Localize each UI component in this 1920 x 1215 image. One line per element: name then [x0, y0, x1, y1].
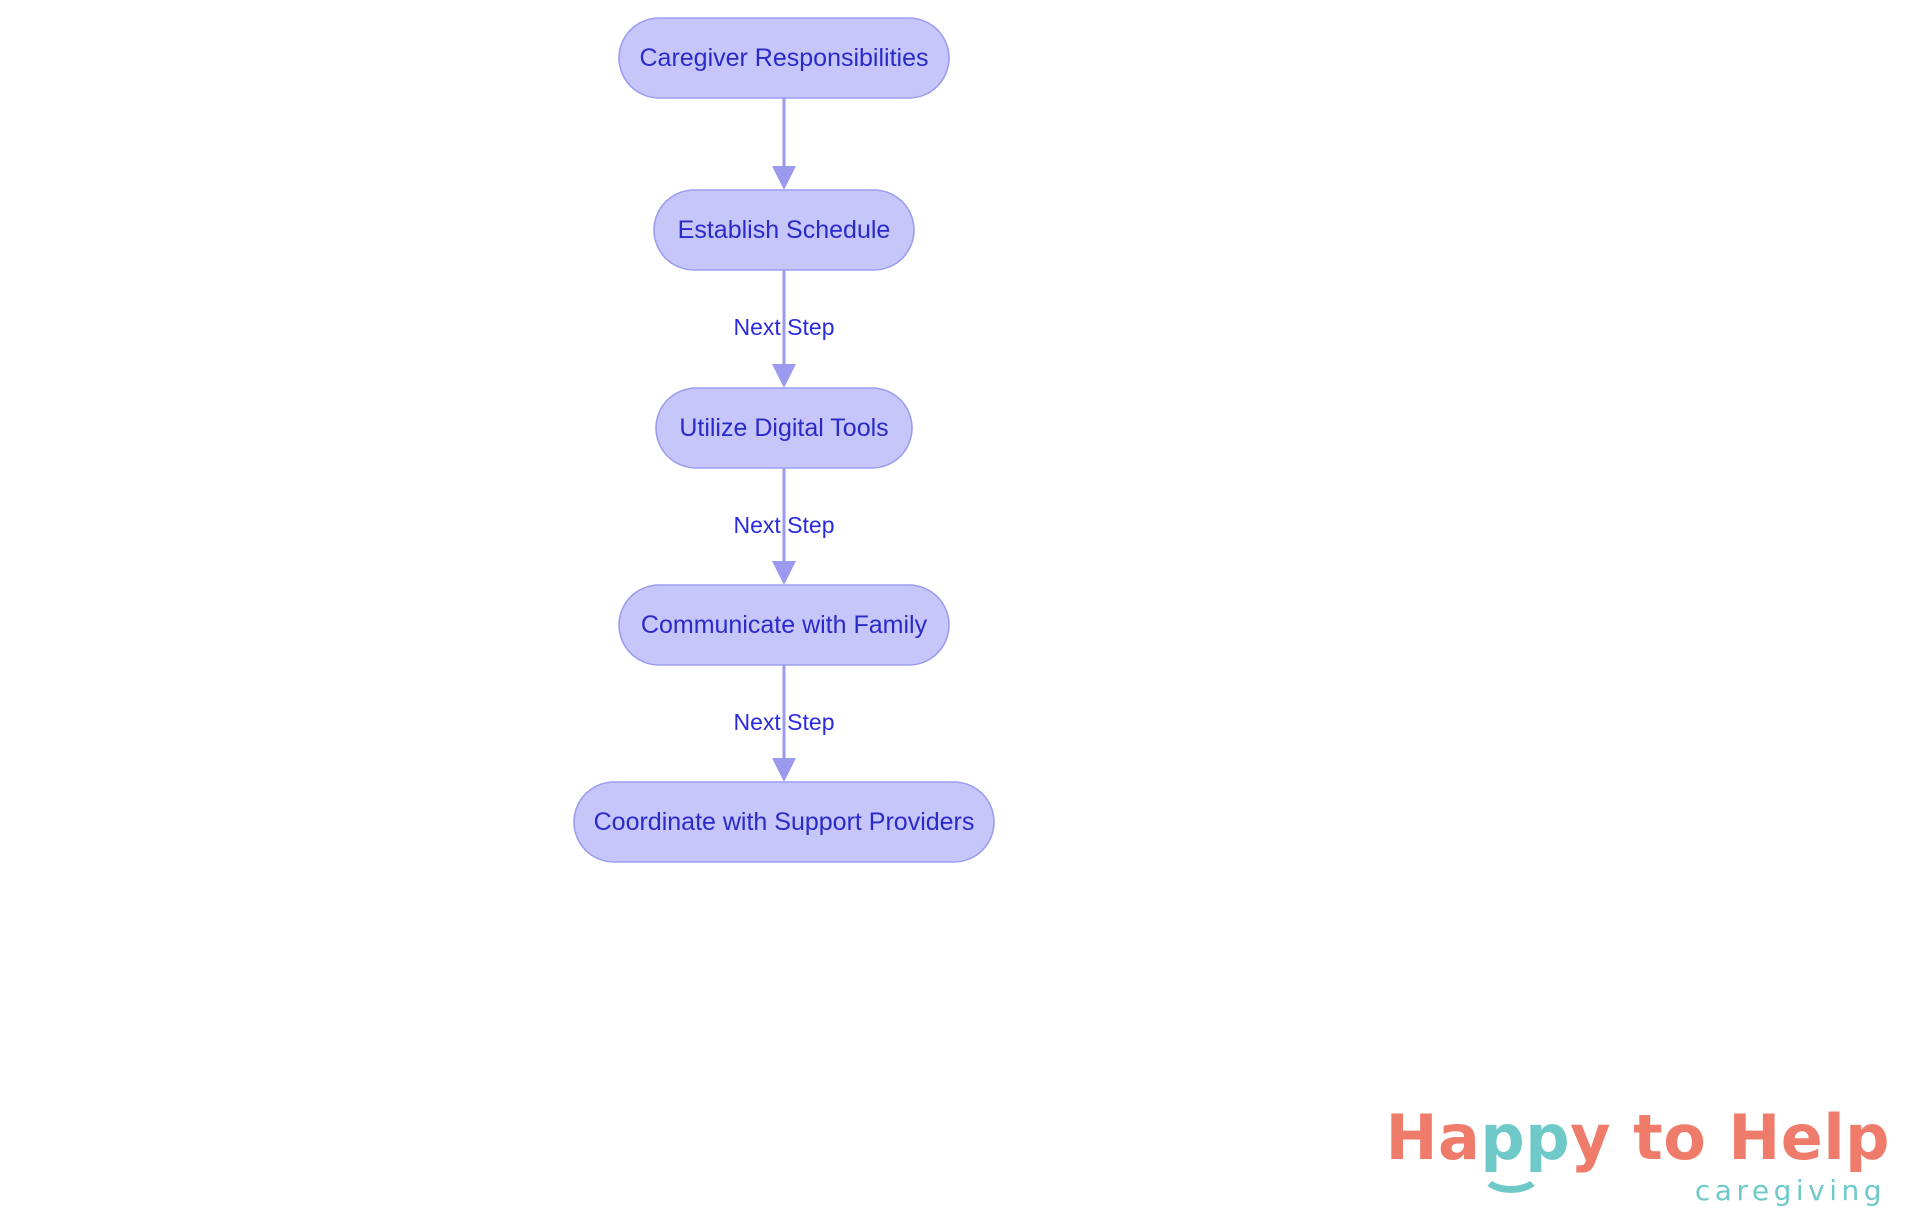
edge-n2-n3: Next Step: [734, 270, 835, 388]
edge-n4-n5-arrowhead: [772, 758, 796, 782]
edge-n3-n4-arrowhead: [772, 561, 796, 585]
edge-n3-n4-label: Next Step: [734, 512, 835, 538]
edge-n2-n3-arrowhead: [772, 364, 796, 388]
node-coordinate-with-support-providers-label: Coordinate with Support Providers: [594, 808, 975, 836]
edge-n4-n5: Next Step: [734, 665, 835, 782]
logo-word-part-3: y to Hel: [1570, 1101, 1846, 1174]
logo-tagline: caregiving: [1694, 1174, 1886, 1207]
node-utilize-digital-tools[interactable]: Utilize Digital Tools: [655, 387, 913, 469]
logo-word-part-4: p: [1845, 1101, 1890, 1174]
node-establish-schedule-shape[interactable]: [653, 189, 915, 271]
node-caregiver-responsibilities-shape[interactable]: [618, 17, 950, 99]
edge-group: Next Step Next Step Next Step: [734, 98, 835, 782]
node-coordinate-with-support-providers[interactable]: Coordinate with Support Providers: [573, 781, 995, 863]
node-utilize-digital-tools-shape[interactable]: [655, 387, 913, 469]
edge-n1-n2-arrowhead: [772, 166, 796, 190]
node-utilize-digital-tools-label: Utilize Digital Tools: [679, 414, 888, 442]
logo-wordmark: Happy to Help: [1386, 1107, 1890, 1193]
node-coordinate-with-support-providers-shape[interactable]: [573, 781, 995, 863]
node-communicate-with-family-label: Communicate with Family: [641, 611, 928, 639]
node-establish-schedule[interactable]: Establish Schedule: [653, 189, 915, 271]
node-establish-schedule-label: Establish Schedule: [678, 216, 891, 244]
brand-logo: Happy to Help caregiving: [1386, 1107, 1890, 1205]
node-communicate-with-family[interactable]: Communicate with Family: [618, 584, 950, 666]
node-communicate-with-family-shape[interactable]: [618, 584, 950, 666]
node-caregiver-responsibilities-label: Caregiver Responsibilities: [639, 44, 928, 72]
logo-word-part-1: Ha: [1385, 1101, 1481, 1174]
edge-n2-n3-label: Next Step: [734, 314, 835, 340]
edge-n4-n5-label: Next Step: [734, 709, 835, 735]
edge-n3-n4: Next Step: [734, 468, 835, 585]
edge-n1-n2: [772, 98, 796, 190]
node-group: Caregiver Responsibilities Establish Sch…: [573, 17, 995, 863]
node-caregiver-responsibilities[interactable]: Caregiver Responsibilities: [618, 17, 950, 99]
logo-word-part-2: pp: [1480, 1101, 1571, 1174]
